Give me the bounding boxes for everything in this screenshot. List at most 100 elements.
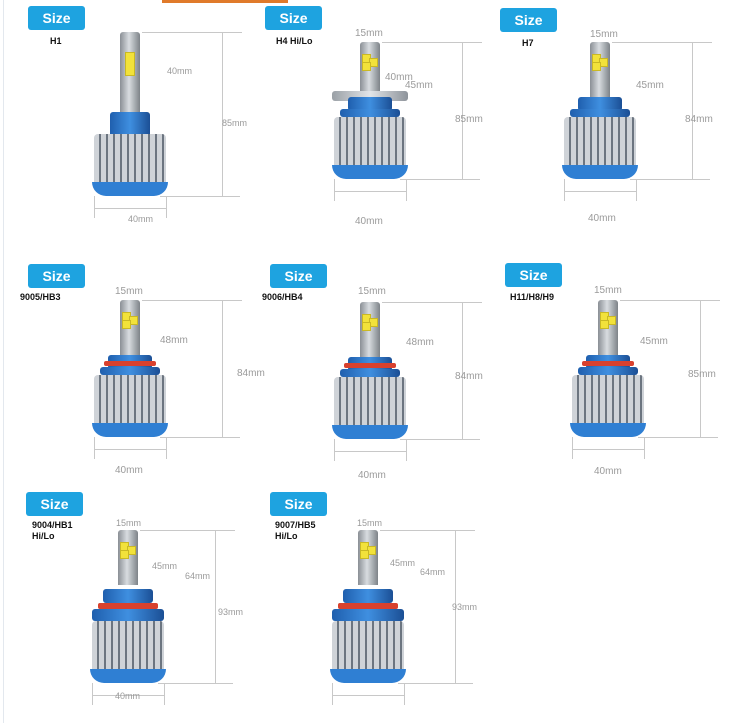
model-label: H7 (522, 38, 534, 48)
dimension-label: 85mm (222, 118, 248, 128)
dimension-label: 40mm (115, 465, 143, 476)
dimension-label: 40mm (167, 66, 193, 76)
collar (103, 589, 153, 603)
dim-line-height (462, 302, 463, 439)
led-chip (122, 320, 131, 329)
size-badge: Size (500, 8, 557, 32)
heatsink-base (570, 423, 646, 437)
heatsink (334, 117, 406, 167)
led-chip (592, 62, 601, 71)
model-label: 9006/HB4 (262, 292, 303, 302)
dimension-label: 15mm (358, 286, 386, 297)
dimension-label: 84mm (237, 368, 265, 379)
h4-flange (332, 91, 408, 101)
o-ring (582, 361, 634, 366)
dim-line-bottom (638, 437, 718, 438)
dim-line-width-left (94, 437, 95, 459)
led-chip (125, 52, 135, 76)
dimension-label: 45mm (405, 80, 433, 91)
heatsink-base (90, 669, 166, 683)
dimension-label: 15mm (116, 518, 142, 528)
model-label: 9005/HB3 (20, 292, 61, 302)
collar (343, 589, 393, 603)
o-ring (338, 603, 398, 609)
led-chip (362, 62, 371, 71)
collar (578, 367, 638, 375)
heatsink-base (92, 423, 168, 437)
heatsink (564, 117, 636, 167)
dim-line-height (462, 42, 463, 179)
dim-line-height (700, 300, 701, 437)
dim-line-width (94, 208, 166, 209)
dim-line-top (142, 300, 242, 301)
dim-line-top (612, 42, 712, 43)
led-chip (600, 320, 609, 329)
dimension-label: 45mm (390, 558, 416, 568)
accent-bar (162, 0, 288, 3)
dimension-label: 40mm (588, 213, 616, 224)
dim-line-top (142, 32, 242, 33)
collar (332, 609, 404, 621)
dim-line-width-right (164, 683, 165, 705)
dim-line-width-left (572, 437, 573, 459)
heatsink (92, 621, 164, 671)
dimension-label: 85mm (688, 369, 716, 380)
dimension-label: 84mm (455, 371, 483, 382)
dimension-label: 15mm (357, 518, 383, 528)
dimension-label: 15mm (355, 28, 383, 39)
model-label: H1 (50, 36, 62, 46)
dim-line-bottom (160, 196, 240, 197)
dim-line-width (334, 451, 406, 452)
size-badge: Size (26, 492, 83, 516)
dimension-label: 15mm (115, 286, 143, 297)
dimension-label: 40mm (128, 214, 154, 224)
dimension-label: 93mm (218, 607, 244, 617)
dim-line-width-left (334, 179, 335, 201)
dim-line-width-left (564, 179, 565, 201)
dimension-label: 15mm (594, 285, 622, 296)
heatsink (572, 375, 644, 425)
dimension-label: 45mm (640, 336, 668, 347)
dim-line-width (332, 695, 404, 696)
dim-line-height (222, 300, 223, 437)
dim-line-bottom (400, 179, 480, 180)
dim-line-top (380, 530, 475, 531)
collar (100, 367, 160, 375)
dim-line-width-right (404, 683, 405, 705)
collar (110, 112, 150, 138)
heatsink (332, 621, 404, 671)
dim-line-width-right (166, 196, 167, 218)
model-label: 9007/HB5 Hi/Lo (275, 520, 316, 541)
dim-line-width-left (92, 683, 93, 705)
heatsink (94, 375, 166, 425)
dim-line-width (564, 191, 636, 192)
dimension-label: 45mm (152, 561, 178, 571)
dim-line-height (455, 530, 456, 683)
dim-line-width (92, 695, 164, 696)
dim-line-bottom (630, 179, 710, 180)
collar (340, 369, 400, 377)
dim-line-width-left (94, 196, 95, 218)
collar (340, 109, 400, 117)
dimension-label: 48mm (160, 335, 188, 346)
dimension-label: 40mm (355, 216, 383, 227)
heatsink-base (92, 182, 168, 196)
dim-line-width-left (332, 683, 333, 705)
dim-line-bottom (398, 683, 473, 684)
left-border (3, 0, 4, 723)
heatsink-base (330, 669, 406, 683)
led-chip (360, 550, 369, 559)
model-label: H11/H8/H9 (510, 292, 555, 302)
dimension-label: 40mm (594, 466, 622, 477)
dimension-label: 40mm (385, 72, 413, 83)
dimension-label: 15mm (590, 29, 618, 40)
led-chip (120, 550, 129, 559)
model-label: H4 Hi/Lo (276, 36, 313, 46)
o-ring (98, 603, 158, 609)
dim-line-bottom (400, 439, 480, 440)
size-badge: Size (28, 264, 85, 288)
dimension-label: 64mm (185, 571, 211, 581)
dimension-label: 45mm (636, 80, 664, 91)
heatsink-base (332, 425, 408, 439)
collar (570, 109, 630, 117)
